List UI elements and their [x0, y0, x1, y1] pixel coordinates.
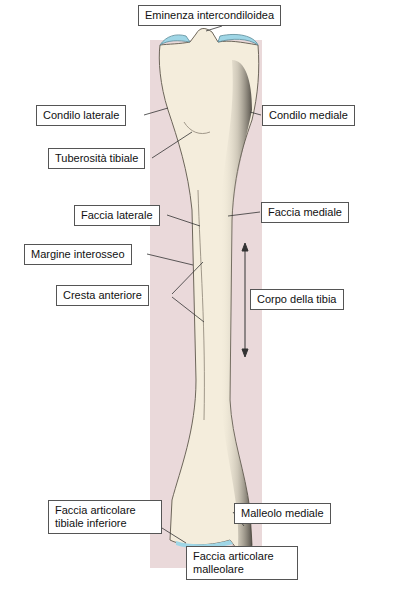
part-label: Condilo laterale: [43, 109, 119, 122]
label-box: Faccia articolare tibiale inferiore: [48, 500, 162, 534]
label-box: Faccia laterale: [74, 205, 160, 226]
part-label: Eminenza intercondiloidea: [145, 9, 274, 22]
label-box: Cresta anteriore: [56, 285, 149, 306]
part-label: Faccia articolare tibiale inferiore: [55, 504, 155, 530]
label-box: Condilo laterale: [36, 105, 126, 126]
anterior-crest-line: [198, 190, 204, 420]
part-label: Malleolo mediale: [241, 507, 324, 520]
part-label: Cresta anteriore: [63, 289, 142, 302]
part-label: Tuberosità tibiale: [55, 152, 138, 165]
label-box: Faccia articolare malleolare: [186, 546, 298, 580]
part-label: Faccia laterale: [81, 209, 153, 222]
bone-shading: [220, 60, 252, 551]
label-box: Malleolo mediale: [234, 503, 331, 524]
tibia-bone: [159, 28, 258, 554]
part-label: Condilo mediale: [269, 109, 348, 122]
articular-surface: [160, 35, 190, 45]
articular-surface: [218, 34, 258, 45]
label-box: Margine interosseo: [24, 244, 132, 265]
leader-lines: [144, 26, 261, 549]
label-box: Tuberosità tibiale: [48, 148, 145, 169]
label-box: Eminenza intercondiloidea: [138, 5, 281, 26]
part-label: Faccia mediale: [268, 206, 342, 219]
part-label: Faccia articolare malleolare: [193, 550, 291, 576]
part-label: Margine interosseo: [31, 248, 125, 261]
body-bracket: [242, 243, 248, 357]
label-box: Faccia mediale: [261, 202, 349, 223]
part-label: Corpo della tibia: [257, 293, 337, 306]
label-box: Corpo della tibia: [250, 289, 344, 310]
tuberosity-outline: [184, 122, 210, 134]
label-box: Condilo mediale: [262, 105, 355, 126]
